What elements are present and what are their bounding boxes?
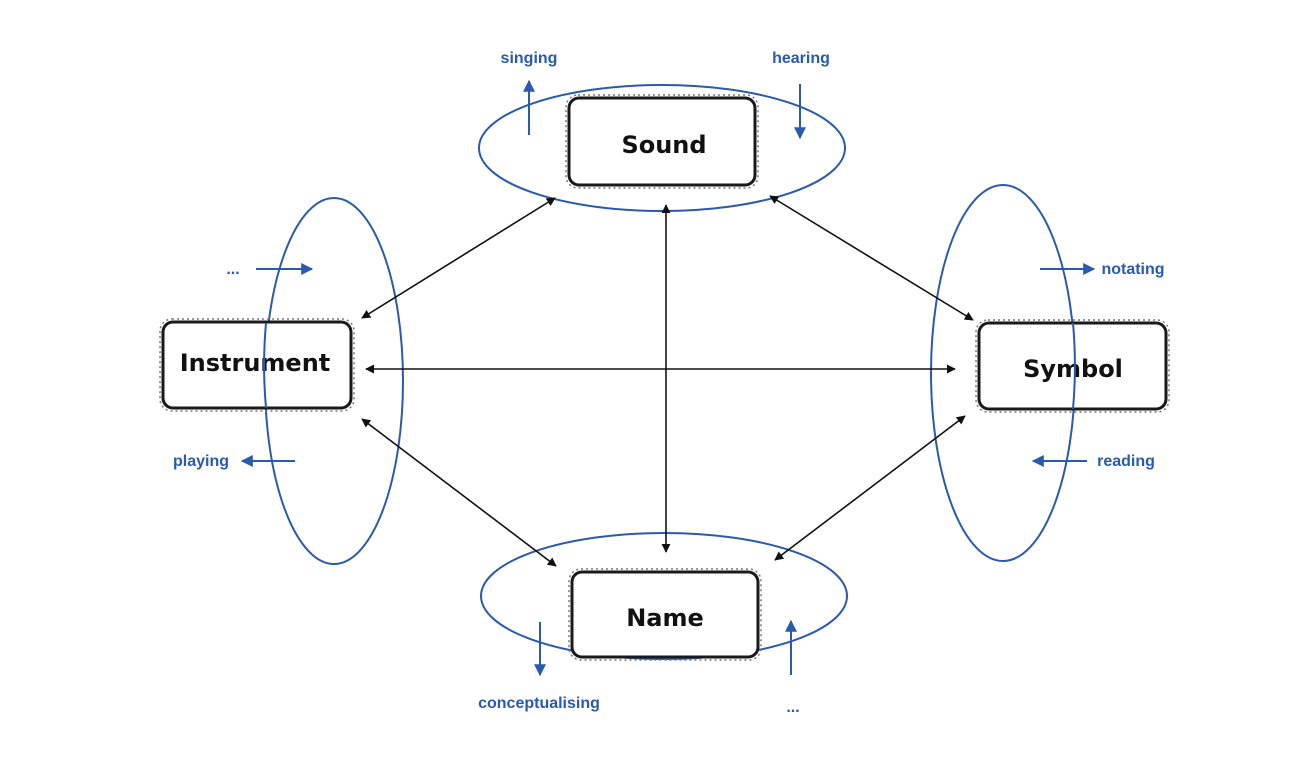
instrument-ring-front — [263, 322, 267, 409]
symbol-ring-front — [1072, 322, 1076, 410]
playing-label: playing — [173, 453, 229, 470]
connector-instrument-name — [361, 418, 557, 567]
name-in-label: ... — [786, 699, 799, 716]
symbol-node: Symbol — [975, 319, 1170, 413]
connector-sound-instrument — [361, 197, 556, 319]
instrument-label: Instrument — [180, 349, 331, 377]
connector-sound-symbol — [769, 195, 974, 321]
name-node: Name — [568, 568, 762, 661]
notating-label: notating — [1101, 261, 1164, 278]
singing-label: singing — [501, 50, 558, 67]
connector-symbol-name — [774, 415, 966, 561]
reading-label: reading — [1097, 453, 1155, 470]
conceptualising-label: conceptualising — [478, 695, 600, 712]
sound-node: Sound — [565, 94, 759, 189]
hearing-label: hearing — [772, 50, 830, 67]
symbol-label: Symbol — [1023, 355, 1123, 383]
sound-label: Sound — [621, 131, 706, 159]
instrument-node: Instrument — [159, 318, 355, 412]
name-label: Name — [626, 604, 704, 632]
instrument-in-label: ... — [226, 261, 239, 278]
